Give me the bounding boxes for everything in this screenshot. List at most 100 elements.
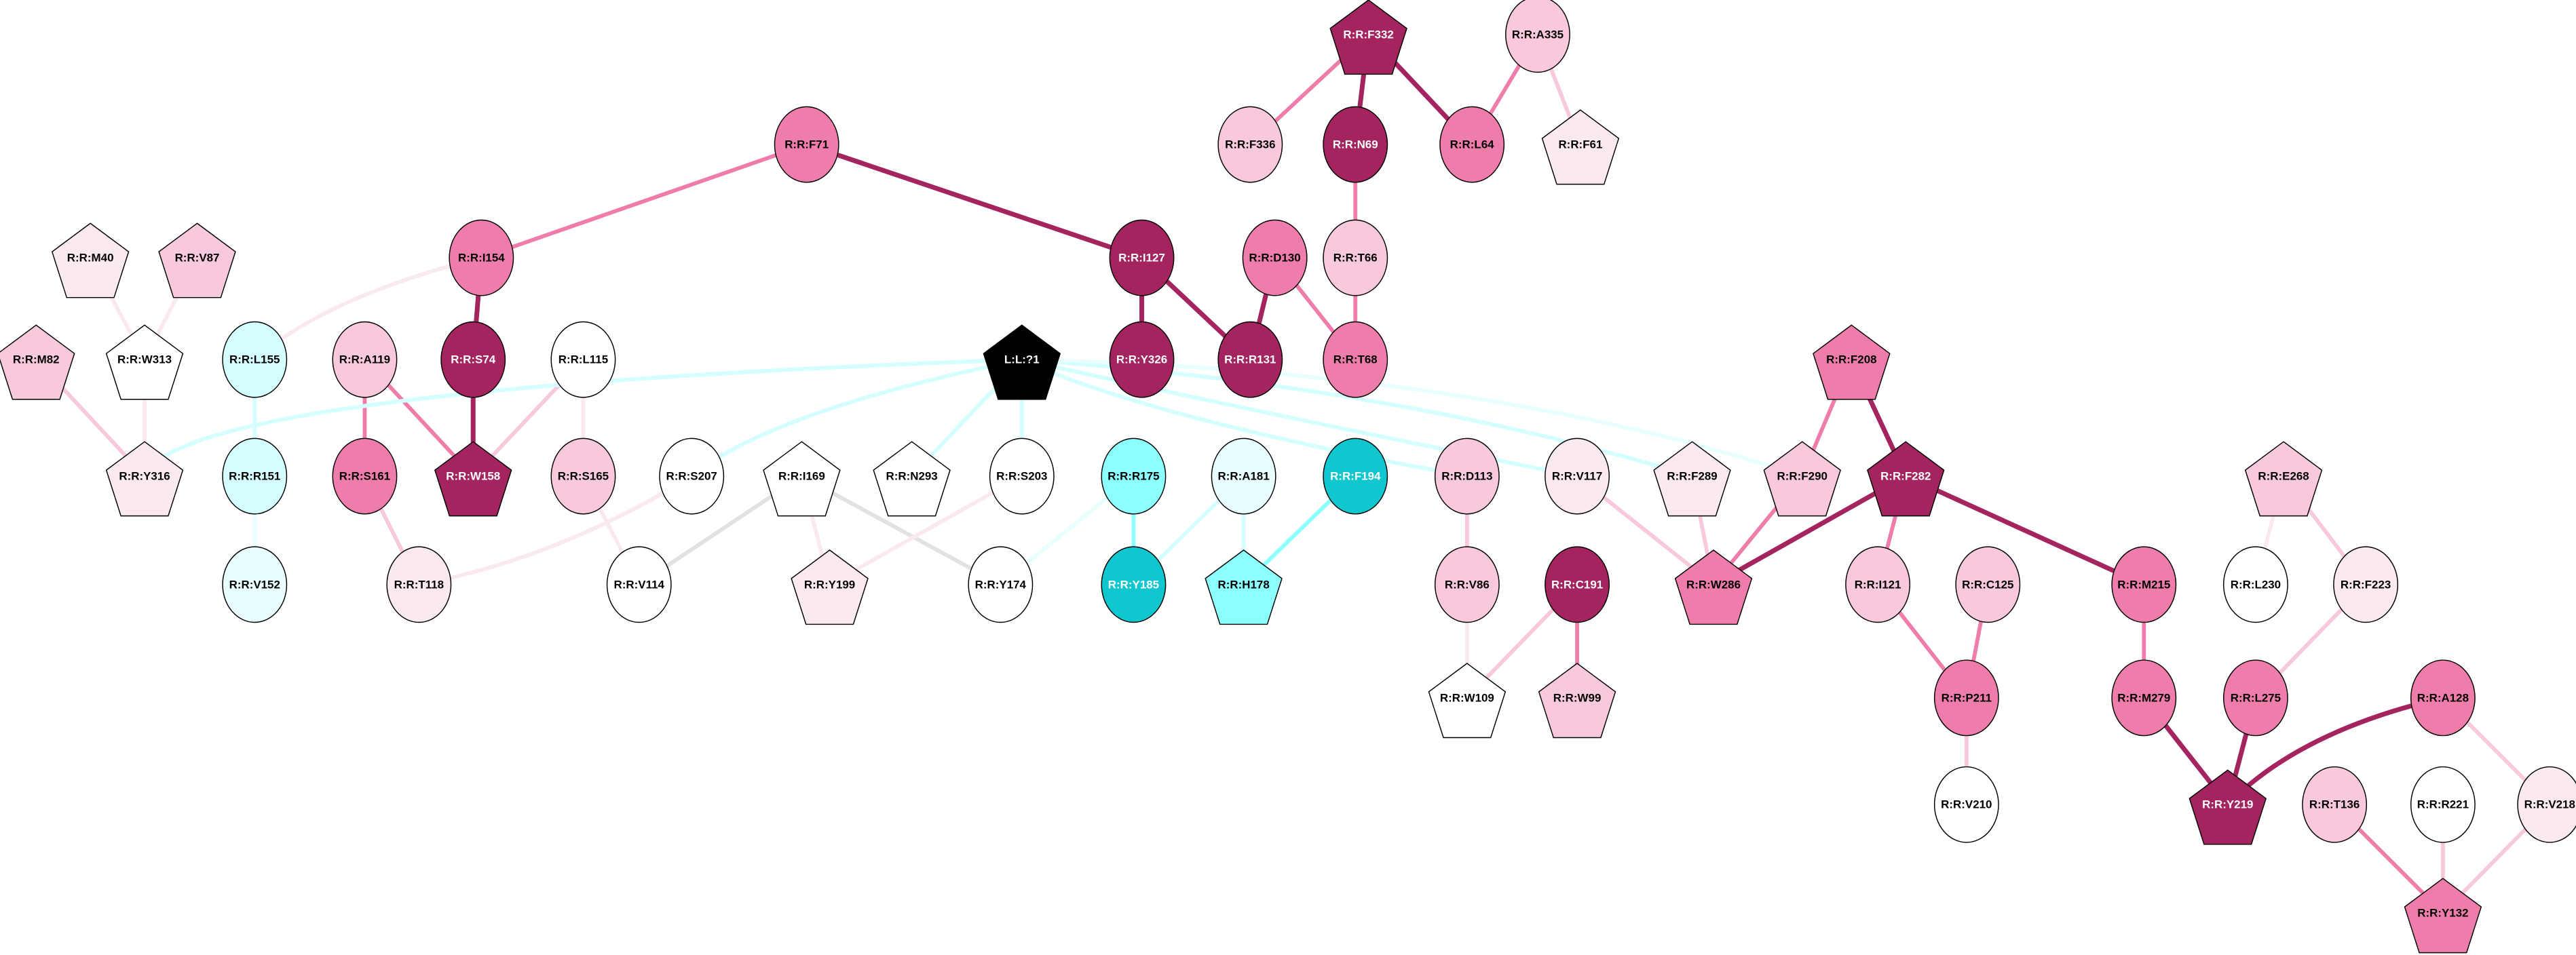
node-r-r-y316[interactable]: R:R:Y316 [105, 441, 184, 517]
node-r-r-v210[interactable]: R:R:V210 [1933, 766, 1999, 843]
node-label: R:R:V87 [175, 252, 220, 265]
pentagon-node-shape [983, 324, 1061, 400]
node-r-r-s74[interactable]: R:R:S74 [440, 321, 506, 398]
circle-node-shape [1323, 321, 1388, 398]
node-r-r-l275[interactable]: R:R:L275 [2222, 659, 2288, 737]
node-r-r-a335[interactable]: R:R:A335 [1505, 0, 1570, 73]
pentagon-node-shape [1428, 663, 1507, 739]
pentagon-node-shape [158, 222, 236, 298]
node-r-r-f223[interactable]: R:R:F223 [2333, 546, 2399, 623]
circle-node-shape [222, 321, 288, 398]
node-r-r-f332[interactable]: R:R:F332 [1329, 0, 1407, 75]
node-r-r-f208[interactable]: R:R:F208 [1813, 324, 1891, 400]
node-r-r-y132[interactable]: R:R:Y132 [2404, 878, 2482, 954]
circle-node-shape [1505, 0, 1570, 73]
node-r-r-s203[interactable]: R:R:S203 [989, 437, 1055, 515]
node-r-r-f289[interactable]: R:R:F289 [1653, 441, 1731, 517]
node-r-r-m215[interactable]: R:R:M215 [2111, 546, 2177, 623]
pentagon-node-shape [1867, 441, 1945, 517]
node-r-r-w286[interactable]: R:R:W286 [1674, 549, 1753, 625]
node-r-r-y326[interactable]: R:R:Y326 [1109, 321, 1175, 398]
node-r-r-c125[interactable]: R:R:C125 [1955, 546, 2021, 623]
node-r-r-d130[interactable]: R:R:D130 [1242, 219, 1308, 296]
node-label: R:R:Y199 [804, 578, 855, 591]
node-label: R:R:L115 [558, 353, 608, 366]
pentagon-node-shape [2189, 769, 2267, 845]
node-r-r-v114[interactable]: R:R:V114 [606, 546, 672, 623]
node-r-r-v152[interactable]: R:R:V152 [222, 546, 288, 623]
node-r-r-t66[interactable]: R:R:T66 [1323, 219, 1388, 296]
node-r-r-w313[interactable]: R:R:W313 [105, 324, 184, 400]
node-label: R:R:Y316 [119, 470, 170, 483]
node-r-r-e268[interactable]: R:R:E268 [2244, 441, 2323, 517]
node-label: R:R:F332 [1343, 28, 1393, 41]
node-r-r-r151[interactable]: R:R:R151 [222, 437, 288, 515]
node-r-r-p211[interactable]: R:R:P211 [1933, 659, 1999, 737]
node-r-r-s161[interactable]: R:R:S161 [332, 437, 398, 515]
node-r-r-h178[interactable]: R:R:H178 [1205, 549, 1283, 625]
pentagon-node-shape [873, 441, 951, 517]
node-r-r-f71[interactable]: R:R:F71 [774, 106, 839, 183]
node-label: R:R:V210 [1941, 798, 1992, 811]
node-r-r-i154[interactable]: R:R:I154 [449, 219, 514, 296]
node-label: R:R:C125 [1962, 578, 2013, 591]
node-r-r-f336[interactable]: R:R:F336 [1217, 106, 1283, 183]
node-label: R:R:I127 [1118, 252, 1165, 265]
node-r-r-v86[interactable]: R:R:V86 [1434, 546, 1500, 623]
node-r-r-w158[interactable]: R:R:W158 [434, 441, 512, 517]
node-l-l-1[interactable]: L:L:?1 [983, 324, 1061, 400]
node-r-r-l155[interactable]: R:R:L155 [222, 321, 288, 398]
edge-r-r-i169-r-r-y174 [801, 474, 1002, 587]
node-r-r-t68[interactable]: R:R:T68 [1323, 321, 1388, 398]
node-r-r-f194[interactable]: R:R:F194 [1323, 437, 1388, 515]
node-r-r-y185[interactable]: R:R:Y185 [1101, 546, 1167, 623]
pentagon-node-shape [1653, 441, 1731, 517]
node-r-r-v218[interactable]: R:R:V218 [2517, 766, 2576, 843]
node-r-r-n69[interactable]: R:R:N69 [1323, 106, 1388, 183]
node-r-r-l64[interactable]: R:R:L64 [1439, 106, 1505, 183]
node-r-r-w99[interactable]: R:R:W99 [1538, 663, 1616, 739]
circle-node-shape [2410, 659, 2476, 737]
node-r-r-l115[interactable]: R:R:L115 [550, 321, 616, 398]
node-r-r-s207[interactable]: R:R:S207 [659, 437, 725, 515]
circle-node-shape [2517, 766, 2576, 843]
node-r-r-d113[interactable]: R:R:D113 [1434, 437, 1500, 515]
node-r-r-y219[interactable]: R:R:Y219 [2189, 769, 2267, 845]
node-r-r-y174[interactable]: R:R:Y174 [968, 546, 1034, 623]
circle-node-shape [222, 546, 288, 623]
node-r-r-i127[interactable]: R:R:I127 [1109, 219, 1175, 296]
node-r-r-r221[interactable]: R:R:R221 [2410, 766, 2476, 843]
pentagon-node-shape [0, 324, 75, 400]
node-r-r-v117[interactable]: R:R:V117 [1545, 437, 1610, 515]
circle-node-shape [1101, 546, 1167, 623]
node-r-r-c191[interactable]: R:R:C191 [1545, 546, 1610, 623]
node-r-r-i169[interactable]: R:R:I169 [763, 441, 841, 517]
node-r-r-v87[interactable]: R:R:V87 [158, 222, 236, 298]
node-r-r-m40[interactable]: R:R:M40 [51, 222, 130, 298]
node-r-r-y199[interactable]: R:R:Y199 [791, 549, 869, 625]
node-r-r-w109[interactable]: R:R:W109 [1428, 663, 1507, 739]
node-r-r-n293[interactable]: R:R:N293 [873, 441, 951, 517]
node-r-r-i121[interactable]: R:R:I121 [1845, 546, 1911, 623]
node-r-r-l230[interactable]: R:R:L230 [2222, 546, 2288, 623]
node-r-r-a119[interactable]: R:R:A119 [332, 321, 398, 398]
node-r-r-f282[interactable]: R:R:F282 [1867, 441, 1945, 517]
node-label: R:R:A119 [339, 353, 390, 366]
node-r-r-r175[interactable]: R:R:R175 [1101, 437, 1167, 515]
node-r-r-t118[interactable]: R:R:T118 [386, 546, 452, 623]
node-label: R:R:V152 [229, 578, 280, 591]
node-r-r-a181[interactable]: R:R:A181 [1211, 437, 1276, 515]
circle-node-shape [968, 546, 1034, 623]
node-r-r-a128[interactable]: R:R:A128 [2410, 659, 2476, 737]
node-r-r-f290[interactable]: R:R:F290 [1763, 441, 1842, 517]
node-r-r-m82[interactable]: R:R:M82 [0, 324, 75, 400]
node-r-r-r131[interactable]: R:R:R131 [1217, 321, 1283, 398]
pentagon-node-shape [434, 441, 512, 517]
node-r-r-s165[interactable]: R:R:S165 [550, 437, 616, 515]
node-label: R:R:I169 [778, 470, 825, 483]
node-r-r-f61[interactable]: R:R:F61 [1541, 109, 1620, 185]
node-r-r-m279[interactable]: R:R:M279 [2111, 659, 2177, 737]
pentagon-node-shape [1674, 549, 1753, 625]
circle-node-shape [1434, 546, 1500, 623]
node-r-r-t136[interactable]: R:R:T136 [2302, 766, 2368, 843]
